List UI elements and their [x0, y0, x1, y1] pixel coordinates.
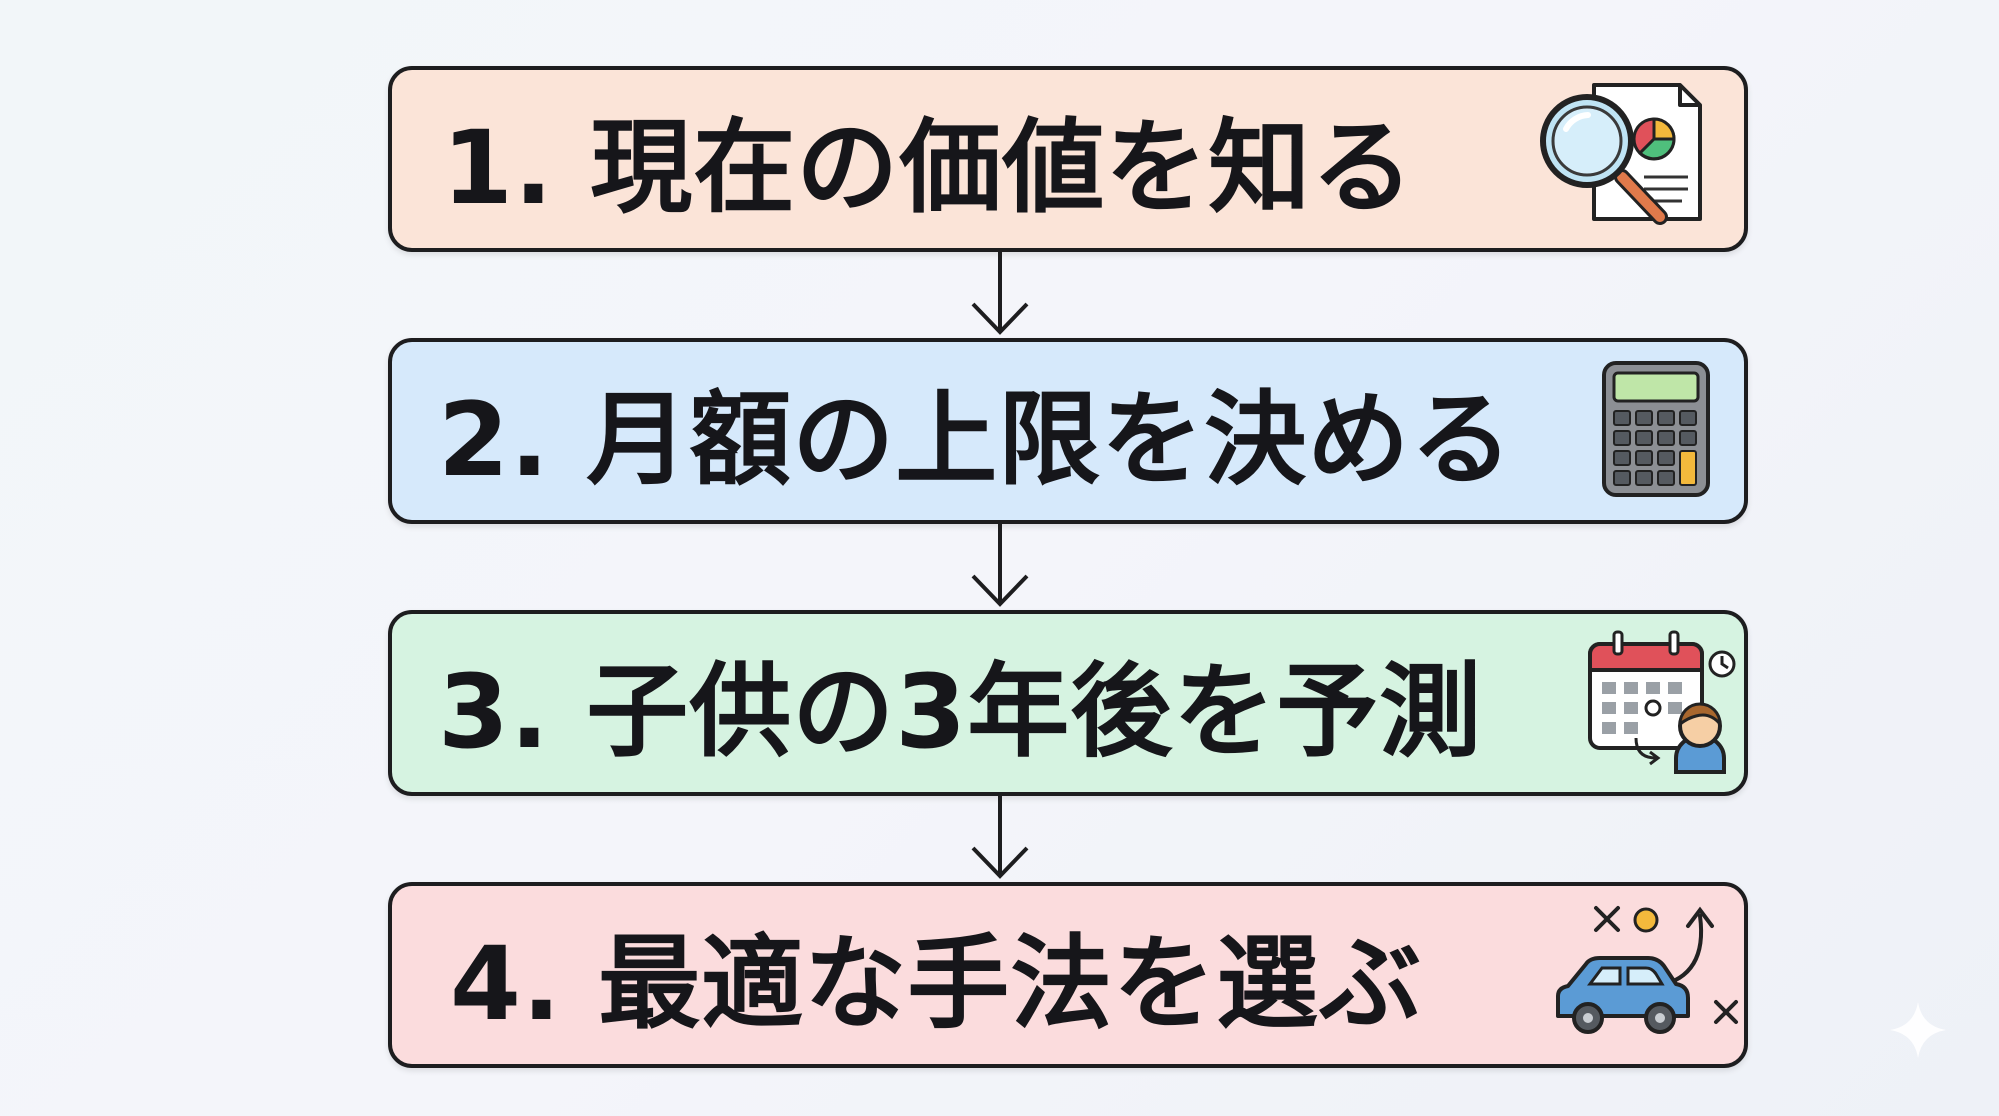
car-route-icon	[1548, 898, 1748, 1052]
arrow-down-icon	[971, 252, 1029, 335]
step-box-1: 1. 現在の価値を知る	[388, 66, 1748, 252]
calendar-child-icon	[1584, 626, 1744, 780]
magnifier-report-icon	[1532, 77, 1712, 241]
sparkle-icon	[1890, 1002, 1946, 1058]
step-label-2: 2. 月額の上限を決める	[438, 380, 1514, 500]
step-box-3: 3. 子供の3年後を予測	[388, 610, 1748, 796]
step-label-3: 3. 子供の3年後を予測	[438, 652, 1483, 772]
step-label-1: 1. 現在の価値を知る	[442, 108, 1415, 228]
step-label-4: 4. 最適な手法を選ぶ	[450, 924, 1423, 1044]
arrow-down-icon	[971, 524, 1029, 607]
calculator-icon	[1600, 359, 1712, 503]
step-box-4: 4. 最適な手法を選ぶ	[388, 882, 1748, 1068]
step-box-2: 2. 月額の上限を決める	[388, 338, 1748, 524]
arrow-down-icon	[971, 796, 1029, 879]
